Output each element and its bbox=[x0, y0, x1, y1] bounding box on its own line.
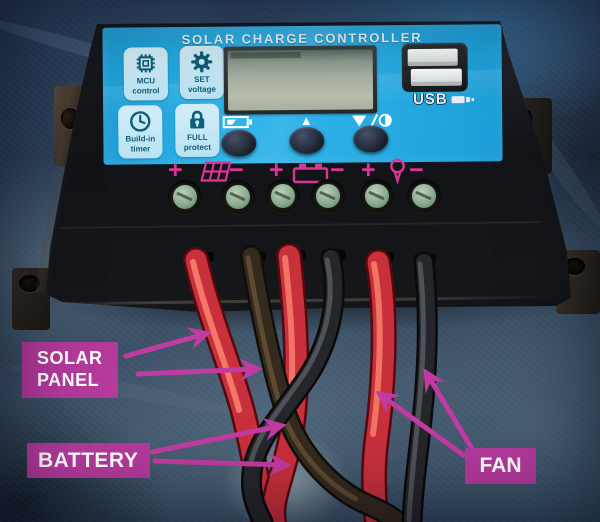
badge-set-voltage: SET voltage bbox=[179, 45, 225, 100]
screw-hole bbox=[564, 258, 585, 275]
gear-icon bbox=[191, 51, 213, 73]
badge-label: MCU bbox=[136, 76, 156, 86]
usb-port-bottom bbox=[410, 68, 462, 87]
solar-panel-arrow-1 bbox=[123, 327, 212, 359]
usb-port-top bbox=[407, 48, 458, 67]
terminal-screw bbox=[360, 179, 394, 213]
usb-label-row: USB bbox=[413, 90, 475, 108]
load-positive-label: + bbox=[361, 156, 376, 184]
solar-panel-label-line2: PANEL bbox=[37, 370, 100, 390]
terminal-screw bbox=[168, 180, 202, 214]
fan-arrow-1 bbox=[375, 390, 466, 458]
faceplate: SOLAR CHARGE CONTROLLER MCU control bbox=[102, 24, 503, 165]
battery-label: BATTERY bbox=[27, 443, 150, 478]
badge-full-protect: FULL protect bbox=[175, 103, 220, 158]
mounting-ear-bottom-left bbox=[12, 268, 50, 330]
lock-icon bbox=[190, 110, 205, 129]
wire-exit-slot bbox=[244, 252, 266, 262]
terminal-screw bbox=[221, 180, 255, 214]
lamp-icon bbox=[388, 157, 407, 189]
battery-positive-label: + bbox=[269, 156, 284, 184]
badge-mcu-control: MCU control bbox=[123, 47, 169, 101]
battery-icon bbox=[292, 162, 330, 189]
screw-hole bbox=[19, 275, 40, 292]
terminal-screw bbox=[407, 179, 441, 213]
wire-exit-slot bbox=[322, 250, 346, 260]
up-arrow-icon: ▲ bbox=[299, 112, 313, 129]
badge-label: SET bbox=[194, 74, 210, 84]
usb-plug-icon bbox=[451, 95, 474, 103]
battery-label-text: BATTERY bbox=[38, 448, 139, 472]
wire-exit-slot bbox=[282, 250, 306, 260]
battery-negative-label: − bbox=[330, 156, 345, 184]
badge-label: FULL bbox=[187, 132, 208, 143]
down-arrow-light-icon bbox=[351, 112, 395, 133]
lcd-screen bbox=[227, 49, 374, 111]
battery-status-icon bbox=[222, 114, 253, 134]
fan-label-text: FAN bbox=[479, 454, 522, 477]
battery-arrow-2 bbox=[152, 453, 292, 476]
wire-exit-slot bbox=[368, 252, 394, 262]
load-negative-label: − bbox=[409, 156, 424, 184]
wire-exit-slot bbox=[188, 252, 214, 262]
usb-label: USB bbox=[412, 90, 448, 109]
terminal-screw bbox=[266, 179, 300, 213]
badge-label: control bbox=[132, 86, 160, 96]
badge-label: protect bbox=[183, 142, 212, 153]
solar-panel-icon bbox=[197, 161, 232, 187]
battery-arrow-1 bbox=[149, 417, 287, 455]
badge-label: voltage bbox=[187, 84, 216, 95]
terminal-screw bbox=[311, 179, 345, 213]
down-button bbox=[353, 125, 389, 153]
solar-panel-label-line1: SOLAR bbox=[37, 348, 103, 369]
badge-label: Build-in bbox=[125, 134, 156, 144]
solar-panel-arrow-2 bbox=[135, 358, 263, 382]
badge-built-in-timer: Build-in timer bbox=[118, 105, 163, 159]
chip-icon bbox=[136, 54, 155, 73]
solar-negative-label: − bbox=[229, 156, 244, 184]
solar-panel-label: SOLAR PANEL bbox=[22, 342, 118, 398]
usb-ports bbox=[401, 42, 468, 93]
fan-label: FAN bbox=[465, 448, 536, 484]
solar-positive-label: + bbox=[168, 156, 183, 184]
fan-arrow-2 bbox=[423, 368, 474, 450]
clock-icon bbox=[130, 111, 151, 132]
lcd-frame bbox=[223, 45, 378, 115]
up-button bbox=[289, 126, 325, 155]
wire-exit-slot bbox=[414, 254, 436, 264]
badge-label: timer bbox=[130, 144, 151, 154]
